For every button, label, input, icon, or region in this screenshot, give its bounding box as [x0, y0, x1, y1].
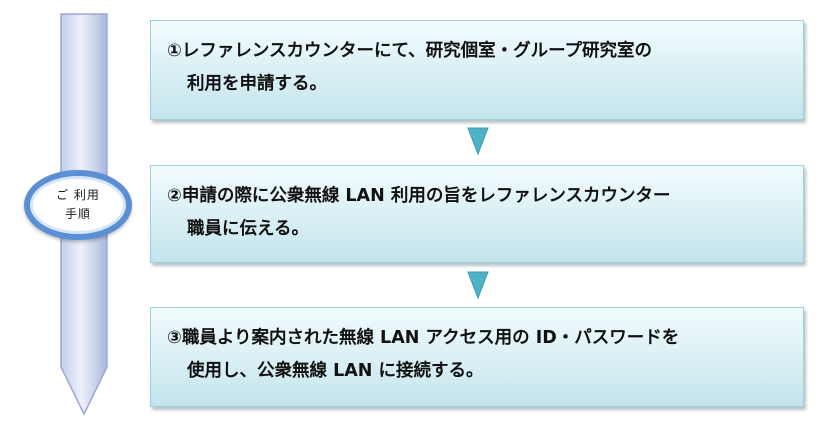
badge-label-line2: 手順: [64, 207, 91, 221]
step-1-text-line1: ①レファレンスカウンターにて、研究個室・グループ研究室の: [167, 41, 653, 61]
step-3-box: ③職員より案内された無線 LAN アクセス用の ID・パスワードを 使用し、公衆…: [150, 307, 804, 407]
step-3-text-line2: 使用し、公衆無線 LAN に接続する。: [187, 361, 484, 381]
step-2-text-line2: 職員に伝える。: [187, 219, 309, 239]
down-arrow-icon: [467, 127, 489, 155]
procedure-badge: ご 利用 手順: [24, 170, 132, 240]
step-1-box: ①レファレンスカウンターにて、研究個室・グループ研究室の 利用を申請する。: [150, 20, 804, 120]
down-arrow-icon: [467, 271, 489, 299]
step-3-text-line1: ③職員より案内された無線 LAN アクセス用の ID・パスワードを: [167, 328, 680, 348]
step-2-box: ②申請の際に公衆無線 LAN 利用の旨をレファレンスカウンター 職員に伝える。: [150, 165, 804, 263]
badge-label-line1: ご 利用: [56, 188, 100, 202]
step-1-text-line2: 利用を申請する。: [187, 74, 327, 94]
step-2-text-line1: ②申請の際に公衆無線 LAN 利用の旨をレファレンスカウンター: [167, 186, 671, 206]
